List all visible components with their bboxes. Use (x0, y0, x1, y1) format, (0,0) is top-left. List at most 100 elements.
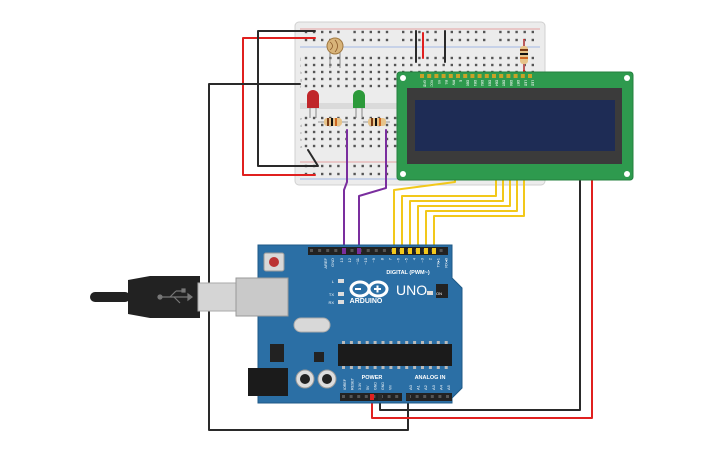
breadboard-hole (321, 172, 324, 176)
breadboard-hole (312, 63, 316, 67)
breadboard-hole (434, 30, 437, 34)
breadboard-hole (426, 56, 429, 60)
breadboard-hole (418, 30, 421, 34)
power-pin-label: GND (373, 382, 377, 390)
breadboard-hole (353, 84, 356, 88)
breadboard-hole (337, 137, 340, 141)
chip-pin (444, 366, 448, 369)
breadboard-hole (345, 77, 348, 81)
lcd-pin (513, 74, 518, 78)
usb-icon (157, 288, 193, 304)
lcd-pin-label: DB0 (466, 80, 470, 86)
header-hole (357, 395, 361, 398)
breadboard-hole (321, 30, 324, 34)
chip-pin (357, 341, 361, 344)
breadboard-hole (329, 137, 332, 141)
photoresistor (326, 37, 344, 68)
breadboard-hole (442, 63, 445, 67)
breadboard-hole (304, 77, 308, 81)
breadboard-hole (393, 84, 397, 88)
lcd-pin (506, 74, 511, 78)
breadboard-hole (361, 70, 364, 74)
chip-pin (389, 341, 393, 344)
breadboard-hole (353, 123, 356, 127)
wire-red-lcd (371, 169, 593, 419)
breadboard-hole (361, 63, 364, 67)
chip-pin (428, 341, 432, 344)
usb-cable (90, 276, 237, 318)
header-hole (446, 395, 449, 398)
breadboard-hole (393, 56, 397, 60)
chip-pin (436, 366, 440, 369)
chip-pin (381, 366, 385, 369)
breadboard-hole (312, 123, 316, 127)
lcd-pin (470, 74, 475, 78)
chip-pin (373, 366, 377, 369)
breadboard-hole (393, 116, 397, 120)
breadboard-hole (345, 70, 348, 74)
breadboard-hole (329, 130, 332, 134)
breadboard-hole (474, 30, 478, 34)
analog-pin-label: A0 (408, 384, 413, 390)
chip-pin (405, 366, 409, 369)
lcd-pin (441, 74, 446, 78)
breadboard-hole (353, 77, 356, 81)
breadboard-hole (345, 116, 348, 120)
breadboard-hole (393, 144, 397, 148)
breadboard-hole (499, 56, 502, 60)
breadboard-hole (531, 30, 534, 34)
breadboard-hole (393, 70, 397, 74)
analog-pin-label: A2 (423, 384, 428, 390)
lcd-pin (420, 74, 424, 78)
digital-pin-label: ~9 (371, 257, 376, 262)
breadboard-hole (369, 130, 372, 134)
breadboard-hole (353, 63, 356, 67)
model-label: UNO (396, 282, 427, 298)
breadboard-row-letter: i (300, 63, 301, 68)
header-hole (334, 249, 338, 252)
breadboard-hole (499, 30, 502, 34)
lcd-pin-label: LED (531, 80, 535, 87)
breadboard-hole (353, 172, 356, 176)
header-hole (349, 395, 353, 398)
wire-yellow-4 (417, 174, 511, 251)
breadboard-hole (442, 56, 445, 60)
breadboard-hole (474, 63, 478, 67)
breadboard-hole (377, 77, 381, 81)
breadboard-row-letter: h (300, 70, 302, 75)
power-pin-label: Vin (389, 385, 393, 390)
breadboard-hole (474, 56, 478, 60)
breadboard-hole (337, 63, 340, 67)
digital-pin-label: 4 (411, 257, 416, 260)
lcd-pin (520, 74, 525, 78)
tx-led-label: TX (329, 292, 334, 297)
breadboard-hole (304, 70, 308, 74)
wire-red-left (242, 37, 316, 176)
breadboard-hole (377, 56, 381, 60)
digital-pin-label: RX◂0 (444, 257, 449, 268)
breadboard-hole (304, 137, 308, 141)
breadboard-hole (385, 123, 389, 127)
lcd-pin-label: DB2 (480, 80, 484, 86)
breadboard-hole (466, 56, 470, 60)
lcd-pin-label: RW (451, 80, 455, 85)
chip-pin (365, 341, 369, 344)
breadboard-hole (450, 38, 453, 42)
resistor-top (520, 40, 528, 70)
breadboard-hole (531, 56, 534, 60)
wire-black-left (257, 30, 319, 167)
breadboard-hole (345, 56, 348, 60)
lcd-pin (484, 74, 489, 78)
analog-pin-label: A3 (431, 384, 436, 390)
breadboard-hole (312, 116, 316, 120)
breadboard-hole (491, 63, 494, 67)
chip-pin (349, 341, 353, 344)
breadboard-hole (483, 56, 486, 60)
breadboard-hole (402, 30, 405, 34)
breadboard-hole (312, 38, 316, 42)
digital-pin-label: 7 (387, 257, 392, 260)
breadboard-hole (353, 30, 356, 34)
breadboard-hole (434, 63, 437, 67)
